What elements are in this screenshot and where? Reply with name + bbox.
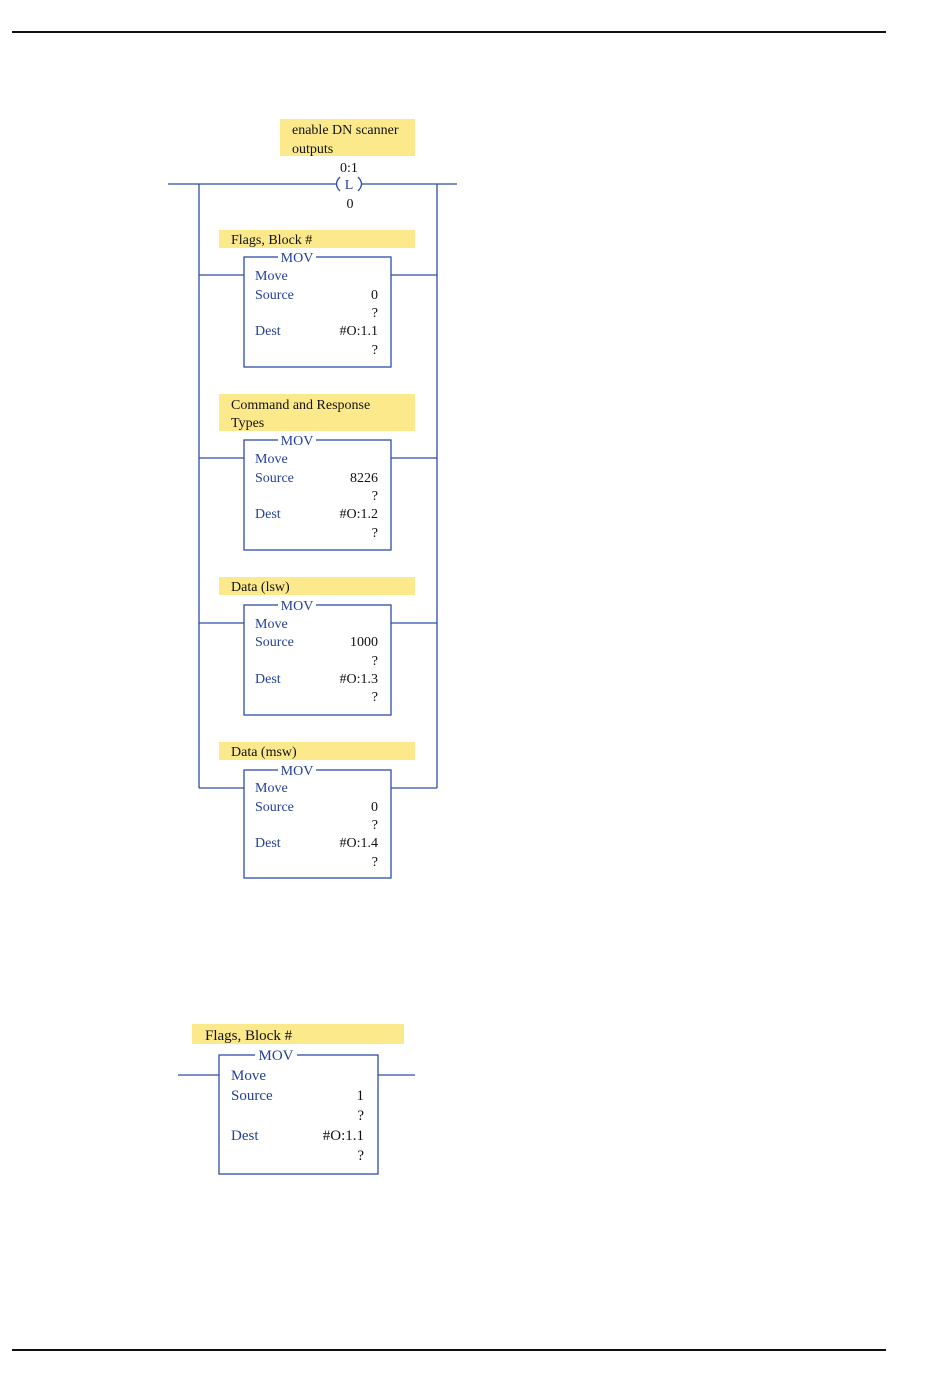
block-3-title: MOV [281,599,314,614]
block-2-dest-value: #O:1.2 [340,507,379,522]
mov-block-4: Data (msw) MOV Move Source 0 ? Dest #O:1… [199,742,437,878]
block-4-comment: Data (msw) [231,745,297,760]
block-4-dest-value: #O:1.4 [340,836,379,851]
block-1-title: MOV [281,251,314,266]
block-4-source-label: Source [255,800,294,815]
mov-block-3: Data (lsw) MOV Move Source 1000 ? Dest #… [199,577,437,715]
block-3-dest-value: #O:1.3 [340,672,379,687]
block-2-title: MOV [281,434,314,449]
block-1-dest-value: #O:1.1 [340,324,379,339]
rung-1: enable DN scanner outputs 0:1 L 0 Flags,… [168,119,457,878]
rung-2: Flags, Block # MOV Move Source 1 ? Dest … [178,1024,415,1174]
block-2-dest-q: ? [372,526,378,541]
coil-bit: 0 [347,197,354,212]
block-2-dest-label: Dest [255,507,281,522]
block-3-source-value: 1000 [350,635,378,650]
block-1-name: Move [255,269,288,284]
rung-2-comment: Flags, Block # [205,1028,293,1044]
block-1-source-value: 0 [371,288,378,303]
block-2-source-label: Source [255,471,294,486]
block-3-dest-q: ? [372,690,378,705]
block-2-comment-line-2: Types [231,416,264,431]
rung-2-source-value: 1 [357,1088,365,1104]
block-4-name: Move [255,781,288,796]
rung-2-name: Move [231,1068,266,1084]
coil-left-paren [337,177,341,191]
block-3-dest-label: Dest [255,672,281,687]
coil-comment-line-1: enable DN scanner [292,123,399,138]
rung-2-source-q: ? [357,1108,364,1124]
block-2-source-q: ? [372,489,378,504]
coil-right-paren [358,177,362,191]
block-3-comment: Data (lsw) [231,580,290,595]
rung-2-dest-q: ? [357,1148,364,1164]
rung-2-title: MOV [258,1048,293,1064]
mov-block-1: Flags, Block # MOV Move Source 0 ? Dest … [199,230,437,367]
block-1-dest-q: ? [372,343,378,358]
block-3-source-q: ? [372,654,378,669]
rung-2-dest-value: #O:1.1 [323,1128,364,1144]
block-1-dest-label: Dest [255,324,281,339]
block-1-source-label: Source [255,288,294,303]
block-4-title: MOV [281,764,314,779]
block-2-comment-line-1: Command and Response [231,398,370,413]
rung-2-source-label: Source [231,1088,273,1104]
block-4-source-value: 0 [371,800,378,815]
block-4-dest-label: Dest [255,836,281,851]
block-3-name: Move [255,617,288,632]
block-1-comment: Flags, Block # [231,233,312,248]
coil-comment-line-2: outputs [292,142,333,157]
coil-address: 0:1 [340,161,358,176]
block-4-dest-q: ? [372,855,378,870]
block-2-source-value: 8226 [350,471,378,486]
block-3-source-label: Source [255,635,294,650]
rung-2-dest-label: Dest [231,1128,259,1144]
block-1-source-q: ? [372,306,378,321]
latch-coil-icon: L [345,178,354,193]
block-2-name: Move [255,452,288,467]
block-4-source-q: ? [372,818,378,833]
mov-block-2: Command and Response Types MOV Move Sour… [199,394,437,550]
